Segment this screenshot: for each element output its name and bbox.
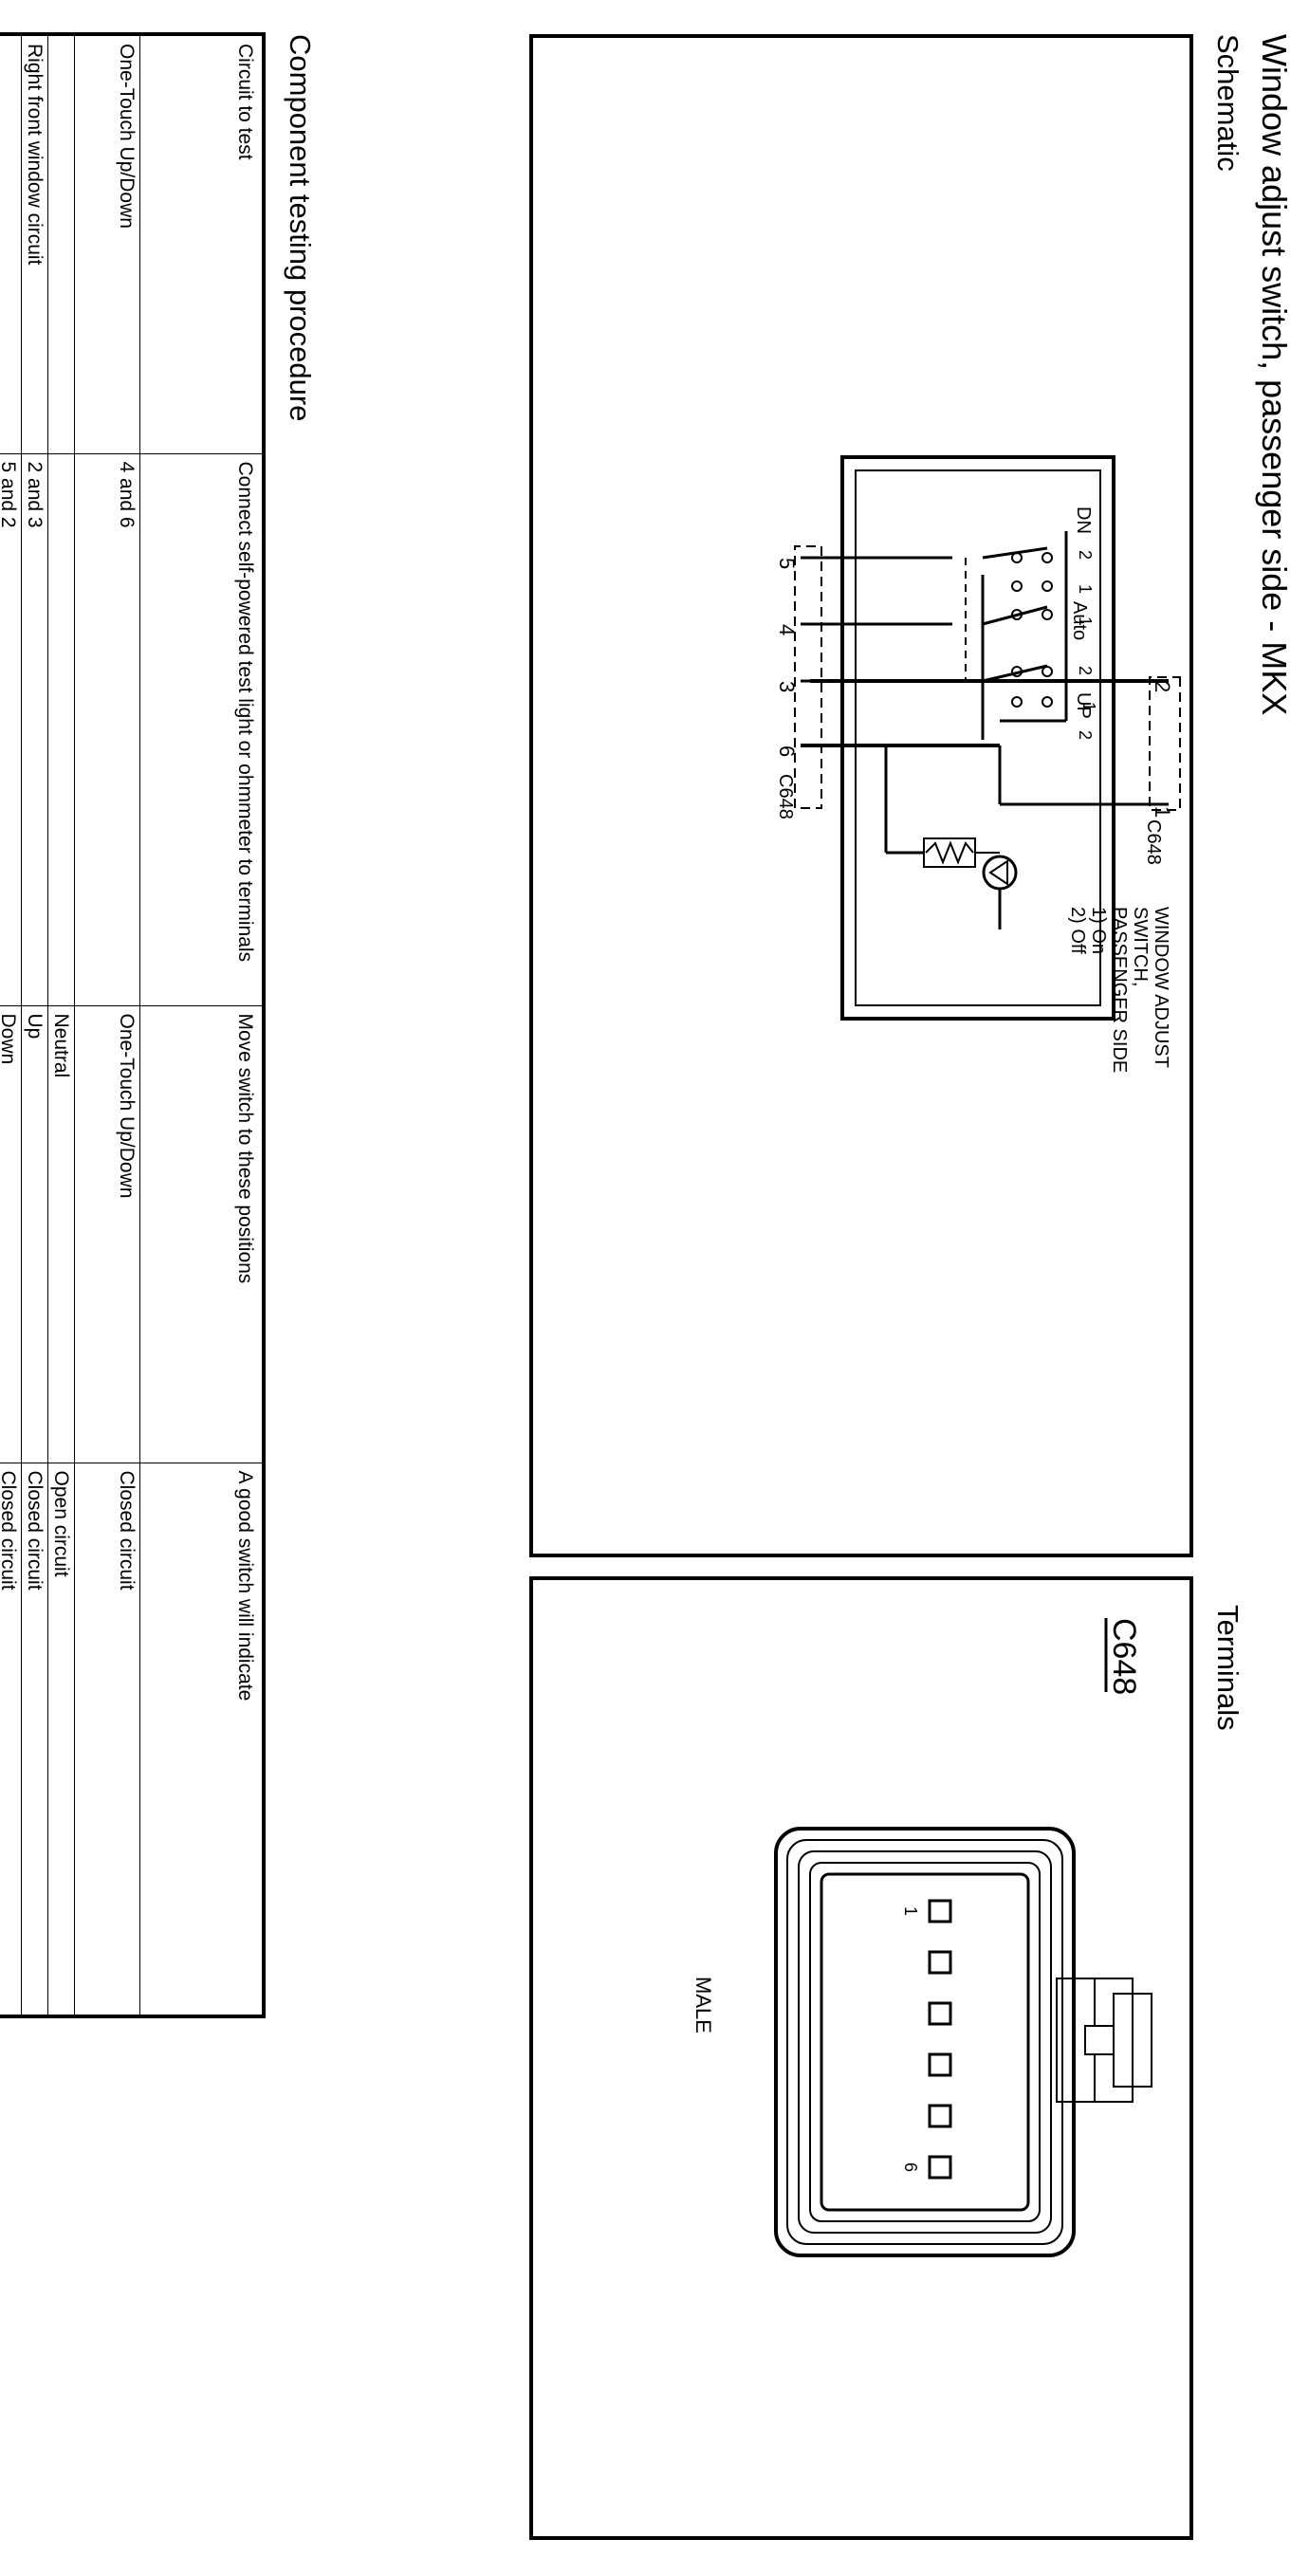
table-row: One-Touch Up/Down 4 and 6 One-Touch Up/D… (74, 34, 140, 2016)
table-cell: Down (0, 1005, 22, 1463)
table-row: Neutral Open circuit (47, 34, 75, 2016)
terminal-connector-label: C648 (1106, 1618, 1142, 1695)
switch-blades (982, 546, 1048, 683)
page-title: Window adjust switch, passenger side - M… (1255, 34, 1294, 716)
led-symbol-icon (988, 859, 1008, 886)
table-cell (0, 34, 22, 453)
schematic-diagram: 2 1 5 4 3 6 C648 C648 DN Auto UP 2 1 1 2… (775, 455, 1181, 1073)
table-cell (47, 34, 75, 453)
switch-label-down: DN (1073, 506, 1094, 534)
table-header-row: Circuit to test Connect self-powered tes… (139, 34, 264, 2016)
contact-label: 1 (1079, 702, 1098, 711)
procedure-heading: Component testing procedure (284, 34, 317, 422)
terminals-panel: C648 (529, 1576, 1193, 2540)
header-circuit: Circuit to test (139, 34, 264, 453)
table-cell: Closed circuit (74, 1463, 140, 2016)
legend-line-1: WINDOW ADJUST (1151, 907, 1171, 1068)
table-cell: Neutral (47, 1005, 75, 1463)
pin-number-first: 1 (901, 1906, 920, 1916)
header-indicate: A good switch will indicate (139, 1463, 264, 2016)
terminals-heading: Terminals (1211, 1605, 1244, 1731)
switch-housing-inner (855, 469, 1101, 1006)
connector-label-top: C648 (1143, 819, 1164, 865)
terminal-pins (928, 1899, 952, 2180)
resistor-icon (923, 837, 976, 868)
header-terminals: Connect self-powered test light or ohmme… (139, 453, 264, 1005)
connector-latch-icon (1056, 1978, 1152, 2103)
schematic-heading: Schematic (1211, 34, 1244, 172)
table-cell: One-Touch Up/Down (74, 1005, 140, 1463)
contact-label: 2 (1076, 666, 1095, 675)
table-cell: 5 and 2 (0, 453, 22, 1005)
switch-housing-outer (840, 455, 1115, 1021)
table-cell: One-Touch Up/Down (74, 34, 140, 453)
connector-label-bottom: C648 (775, 774, 796, 819)
connector-gender-label: MALE (691, 1977, 715, 2033)
testing-procedure-table: Circuit to test Connect self-powered tes… (0, 32, 266, 2018)
table-cell: Closed circuit (0, 1463, 22, 2016)
contact-label: 1 (1076, 584, 1095, 594)
schematic-panel: 2 1 5 4 3 6 C648 C648 DN Auto UP 2 1 1 2… (529, 34, 1193, 1557)
table-cell (47, 453, 75, 1005)
header-positions: Move switch to these positions (139, 1005, 264, 1463)
pin-label-1: 1 (1151, 806, 1174, 818)
legend-line-5: 2) Off (1067, 907, 1088, 954)
contact-label: 2 (1076, 550, 1095, 560)
table-row: Right front window circuit 2 and 3 Up Cl… (21, 34, 48, 2016)
connector-top-outline (1149, 676, 1181, 811)
contact-label: 2 (1076, 730, 1095, 740)
pin-label-4: 4 (775, 624, 799, 635)
pin-number-last: 6 (901, 2162, 920, 2172)
indicator-lamp-icon (982, 855, 1018, 891)
legend-line-4: 1) On (1088, 907, 1109, 954)
table-cell: Open circuit (47, 1463, 75, 2016)
contact-label: 1 (1076, 616, 1095, 626)
switch-label-up: UP (1073, 692, 1094, 719)
table-cell: Up (21, 1005, 48, 1463)
table-cell: 2 and 3 (21, 453, 48, 1005)
pin-label-2: 2 (1151, 681, 1174, 692)
terminals-diagram: C648 (691, 1618, 1152, 2257)
connector-body (774, 1827, 1076, 2257)
pin-label-3: 3 (775, 681, 799, 692)
schematic-legend: WINDOW ADJUST SWITCH, PASSENGER SIDE 1) … (1067, 907, 1171, 1073)
resistor-zigzag (925, 840, 974, 865)
legend-line-2: SWITCH, (1130, 907, 1151, 986)
pin-label-6: 6 (775, 745, 799, 757)
table-cell: Right front window circuit (21, 34, 48, 453)
table-row: 5 and 2 Down Closed circuit (0, 34, 22, 2016)
table-cell: Closed circuit (21, 1463, 48, 2016)
switch-contacts (1011, 552, 1053, 708)
connector-bottom-outline (794, 545, 822, 809)
switch-label-auto: Auto (1069, 601, 1090, 640)
table-cell: 4 and 6 (74, 453, 140, 1005)
legend-line-3: PASSENGER SIDE (1109, 907, 1130, 1073)
pin-label-5: 5 (775, 558, 799, 569)
